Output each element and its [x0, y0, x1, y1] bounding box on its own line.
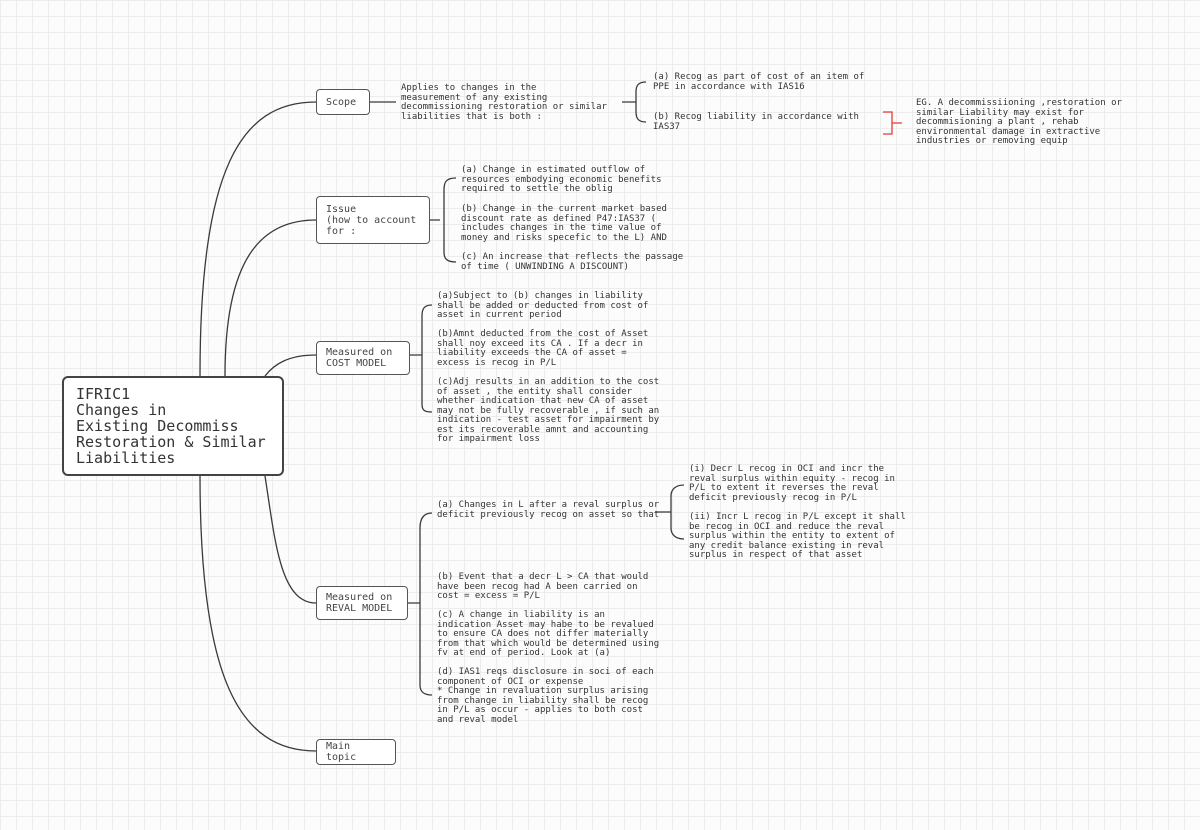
- reval-item-c: (c) A change in liability is an indicati…: [437, 610, 660, 658]
- node-main-topic[interactable]: Main topic: [316, 739, 396, 765]
- cost-item-a: (a)Subject to (b) changes in liability s…: [437, 291, 649, 320]
- cost-item-b: (b)Amnt deducted from the cost of Asset …: [437, 329, 649, 368]
- scope-description: Applies to changes in the measurement of…: [401, 83, 607, 122]
- issue-item-a: (a) Change in estimated outflow of resou…: [461, 165, 662, 194]
- reval-item-a: (a) Changes in L after a reval surplus o…: [437, 500, 660, 520]
- scope-example-note: EG. A decommissiioning ,restoration or s…: [916, 98, 1122, 146]
- reval-item-b: (b) Event that a decr L > CA that would …: [437, 572, 649, 601]
- cost-item-c: (c)Adj results in an addition to the cos…: [437, 377, 660, 444]
- reval-item-d: (d) IAS1 reqs disclosure in soci of each…: [437, 667, 654, 725]
- connector-cost-bracket: [410, 304, 433, 413]
- connector-root-cost: [264, 354, 317, 377]
- connector-reval-sub-bracket: [655, 484, 685, 540]
- note-bracket: [883, 111, 902, 135]
- connector-reval-bracket: [408, 512, 433, 696]
- connector-root-issue: [224, 219, 317, 377]
- issue-item-c: (c) An increase that reflects the passag…: [461, 252, 684, 272]
- node-issue[interactable]: Issue (how to account for :: [316, 196, 430, 244]
- connector-root-reval: [264, 475, 317, 604]
- scope-item-b: (b) Recog liability in accordance with I…: [653, 112, 859, 132]
- root-topic[interactable]: IFRIC1 Changes in Existing Decommiss Res…: [62, 376, 284, 476]
- connector-root-scope: [199, 101, 317, 377]
- node-reval-model[interactable]: Measured on REVAL MODEL: [316, 586, 408, 620]
- reval-sub-item-ii: (ii) Incr L recog in P/L except it shall…: [689, 512, 906, 560]
- node-cost-model[interactable]: Measured on COST MODEL: [316, 341, 410, 375]
- scope-item-a: (a) Recog as part of cost of an item of …: [653, 72, 865, 92]
- connector-issue-bracket: [430, 177, 457, 263]
- reval-sub-item-i: (i) Decr L recog in OCI and incr the rev…: [689, 464, 895, 503]
- connector-root-main: [199, 475, 317, 752]
- issue-item-b: (b) Change in the current market based d…: [461, 204, 667, 243]
- connector-scope-bracket: [622, 81, 647, 123]
- node-scope[interactable]: Scope: [316, 89, 370, 115]
